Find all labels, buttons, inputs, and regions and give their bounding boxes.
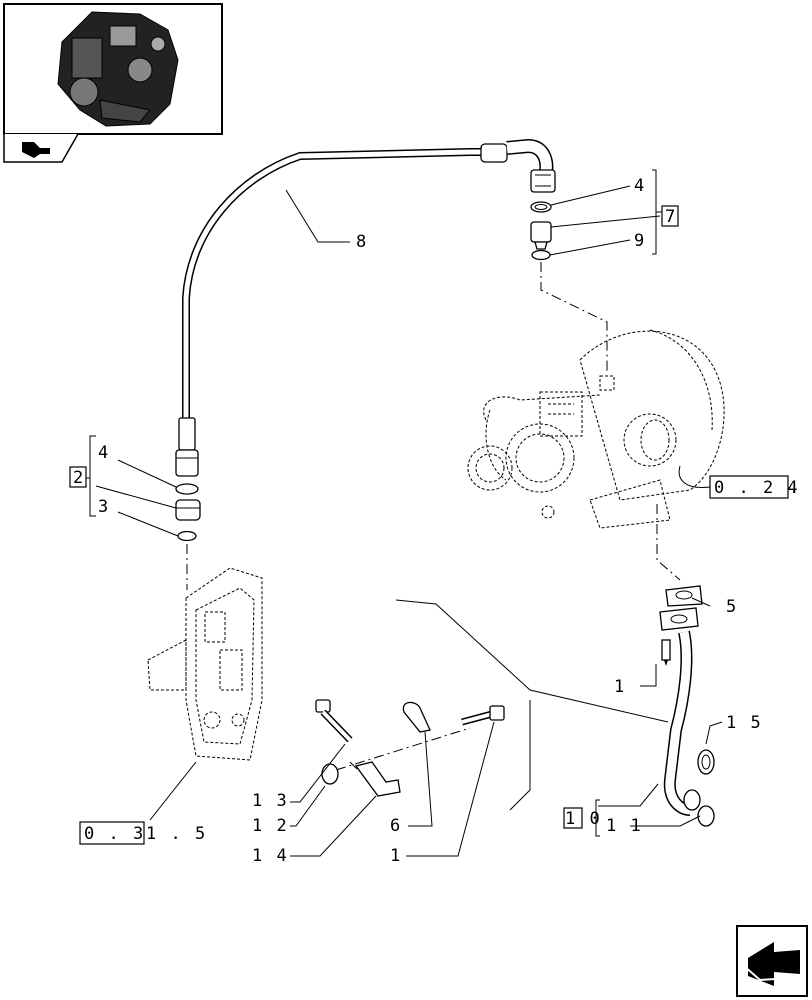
seal-washer <box>531 249 551 261</box>
oil-feed-pipe <box>175 138 556 477</box>
group-ref-box-10 <box>563 807 583 829</box>
leader-lines <box>95 185 723 857</box>
oil-drain-pipe <box>659 585 703 816</box>
callout-3: 3 <box>98 497 110 517</box>
engine-thumbnail-icon[interactable] <box>3 3 223 135</box>
callout-4-top: 4 <box>634 176 646 196</box>
seal-washer <box>175 483 199 495</box>
group-bracket-2 <box>86 435 96 517</box>
callout-8: 8 <box>356 232 368 252</box>
group-ref-box-7 <box>661 205 679 227</box>
group-ref-7: 7 <box>665 207 677 227</box>
group-bracket-10 <box>595 799 600 837</box>
seal-ring <box>697 749 715 775</box>
callout-9: 9 <box>634 231 646 251</box>
block-ref-box[interactable] <box>79 821 145 845</box>
callout-12: 1 2 <box>252 816 289 836</box>
engine-block-section <box>147 567 263 761</box>
screw-13 <box>315 699 353 743</box>
callout-15: 1 5 <box>726 713 763 733</box>
bracket-14 <box>354 761 401 797</box>
group-bracket-7 <box>652 169 662 255</box>
turbo-ref-suffix: . <box>789 478 801 498</box>
block-ref-text: 0 . 3 <box>84 824 145 844</box>
group-ref-2: 2 <box>73 468 85 488</box>
callout-14: 1 4 <box>252 846 289 866</box>
turbo-ref-box[interactable] <box>709 475 789 499</box>
callout-5: 5 <box>726 597 738 617</box>
group-ref-box-2 <box>69 466 87 488</box>
adapter-union <box>175 499 201 521</box>
next-page-arrow-icon[interactable] <box>736 925 808 997</box>
callout-11: 1 1 <box>606 816 643 836</box>
back-arrow-icon[interactable] <box>3 133 79 163</box>
callout-1-right: 1 <box>614 677 626 697</box>
bolt <box>661 639 671 666</box>
screw-1-bottom <box>461 705 505 726</box>
seal-washer <box>530 201 552 213</box>
seal-ring <box>697 805 715 827</box>
banjo-union <box>530 221 552 250</box>
plug-12 <box>321 763 339 785</box>
seal-washer <box>177 530 197 542</box>
callout-13: 1 3 <box>252 791 289 811</box>
block-ref-tail: 1 . 5 <box>146 824 207 844</box>
callout-6: 6 <box>390 816 402 836</box>
assembly-centerlines <box>186 262 681 773</box>
callout-4-left: 4 <box>98 443 110 463</box>
group-ref-10: 1 0 <box>565 809 602 829</box>
callout-1-bottom: 1 <box>390 846 402 866</box>
turbo-ref-text: 0 . 2 4 <box>714 478 800 498</box>
turbocharger <box>467 329 725 529</box>
clamp-6 <box>402 701 431 733</box>
